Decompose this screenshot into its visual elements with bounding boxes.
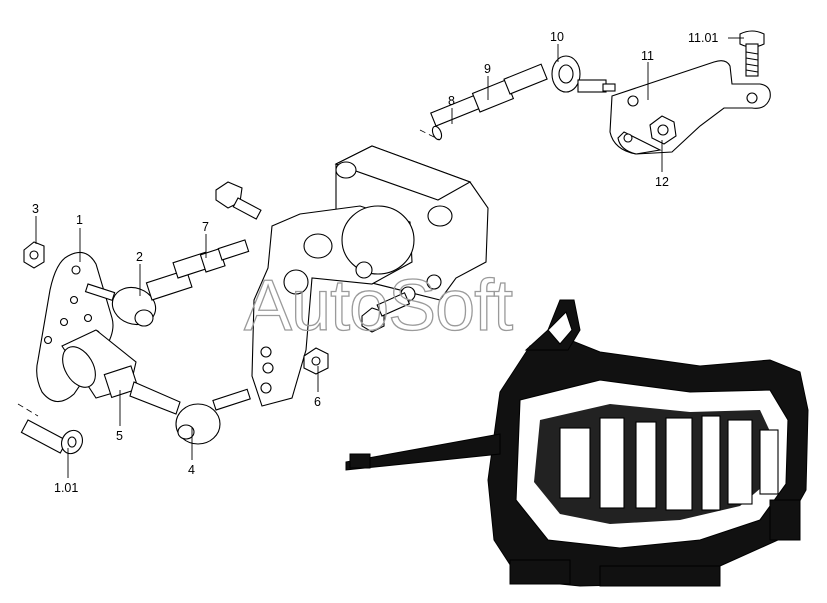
callout-12: 12	[655, 175, 669, 189]
callout-1-01: 1.01	[54, 481, 78, 495]
callout-7: 7	[202, 220, 209, 234]
callout-10: 10	[550, 30, 564, 44]
bolt-11-01	[739, 30, 765, 77]
callout-2: 2	[136, 250, 143, 264]
callout-8: 8	[448, 94, 455, 108]
callout-labels: 1 3 2 7 5 4 6 1.01 8 9 10 11 11.01 12	[32, 30, 718, 495]
shift-rod-assembly	[430, 55, 616, 141]
callout-6: 6	[314, 395, 321, 409]
nut-3	[23, 241, 45, 269]
callout-11-01: 11.01	[688, 31, 718, 45]
housing-bolt-lower	[361, 292, 411, 333]
mounting-bracket-11	[609, 60, 771, 155]
watermark-text: AutoSoft	[244, 266, 513, 346]
callout-5: 5	[116, 429, 123, 443]
assembly-line-b	[419, 129, 441, 141]
shift-cover-housing	[251, 145, 489, 407]
bolt-1-01	[20, 419, 84, 455]
callout-3: 3	[32, 202, 39, 216]
threaded-rod-7	[172, 239, 250, 279]
callout-1: 1	[76, 213, 83, 227]
transmission-cutaway	[345, 299, 809, 587]
callout-4: 4	[188, 463, 195, 477]
assembly-line-a	[17, 403, 39, 417]
nut-12	[649, 115, 677, 145]
pivot-tube-5	[61, 329, 140, 399]
callout-9: 9	[484, 62, 491, 76]
nut-6	[303, 347, 329, 375]
ball-joint-4	[129, 381, 251, 445]
housing-bolt-upper	[215, 181, 262, 220]
callout-leaders	[35, 37, 744, 478]
callout-11: 11	[641, 49, 654, 63]
